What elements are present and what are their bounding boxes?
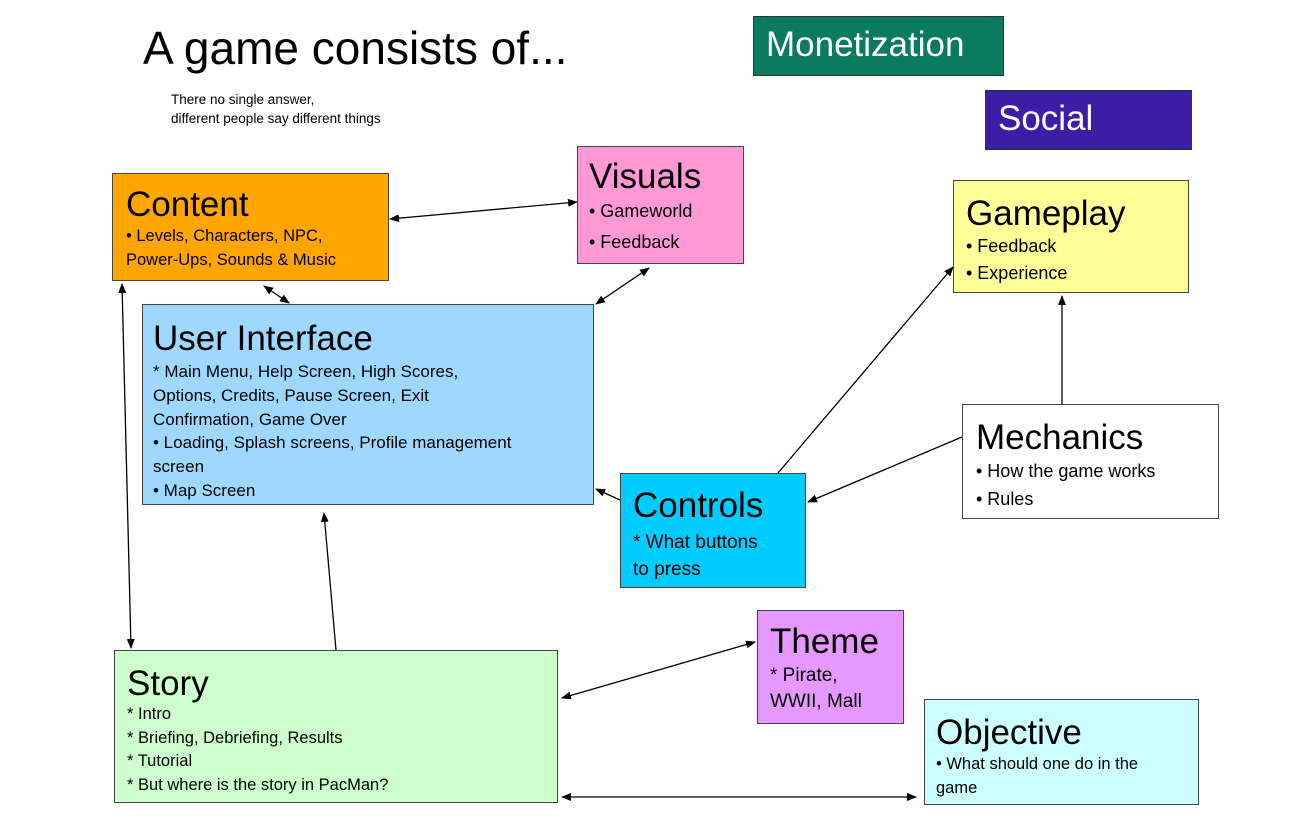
visuals-box: Visuals • Gameworld • Feedback bbox=[577, 146, 744, 264]
arrow-content-ui bbox=[263, 285, 290, 304]
user-interface-line: • Map Screen bbox=[153, 480, 256, 500]
story-box: Story * Intro * Briefing, Debriefing, Re… bbox=[114, 650, 558, 803]
objective-line: game bbox=[936, 779, 978, 797]
content-box: Content • Levels, Characters, NPC, Power… bbox=[112, 173, 389, 281]
user-interface-line: • Loading, Splash screens, Profile manag… bbox=[153, 433, 512, 453]
user-interface-line: screen bbox=[153, 457, 205, 477]
user-interface-line: Confirmation, Game Over bbox=[153, 409, 347, 429]
objective-title: Objective bbox=[936, 713, 1082, 752]
content-line: • Levels, Characters, NPC, bbox=[126, 227, 323, 245]
user-interface-line: * Main Menu, Help Screen, High Scores, bbox=[153, 362, 459, 381]
arrow-story-ui bbox=[320, 512, 337, 651]
theme-title: Theme bbox=[770, 622, 879, 661]
arrow-controls-ui bbox=[595, 488, 621, 501]
arrow-content-visuals bbox=[389, 198, 578, 223]
theme-box: Theme * Pirate, WWII, Mall bbox=[757, 610, 904, 724]
user-interface-line: Options, Credits, Pause Screen, Exit bbox=[153, 385, 429, 405]
arrow-story-theme bbox=[561, 640, 756, 700]
objective-line: • What should one do in the bbox=[936, 755, 1139, 773]
user-interface-title: User Interface bbox=[153, 319, 373, 358]
visuals-line: • Feedback bbox=[589, 232, 680, 252]
arrow-content-story bbox=[118, 283, 135, 649]
gameplay-line: • Experience bbox=[966, 263, 1068, 283]
social-tag: Social bbox=[985, 90, 1192, 150]
mechanics-line: • Rules bbox=[976, 489, 1034, 509]
mechanics-line: • How the game works bbox=[976, 461, 1156, 481]
story-line: * But where is the story in PacMan? bbox=[127, 775, 389, 794]
subtitle: There no single answer, different people… bbox=[171, 90, 381, 128]
content-title: Content bbox=[126, 185, 249, 224]
story-line: * Intro bbox=[127, 705, 172, 723]
visuals-title: Visuals bbox=[589, 157, 702, 196]
arrow-mechanics-controls bbox=[807, 436, 963, 503]
theme-line: WWII, Mall bbox=[770, 691, 862, 712]
gameplay-box: Gameplay • Feedback • Experience bbox=[953, 180, 1189, 293]
gameplay-title: Gameplay bbox=[966, 194, 1126, 233]
controls-line: to press bbox=[633, 559, 701, 580]
mechanics-box: Mechanics • How the game works • Rules bbox=[962, 404, 1219, 519]
arrow-visuals-ui bbox=[595, 267, 650, 305]
page-title: A game consists of... bbox=[143, 22, 568, 74]
controls-box: Controls * What buttons to press bbox=[620, 473, 806, 588]
visuals-line: • Gameworld bbox=[589, 201, 693, 221]
objective-box: Objective • What should one do in the ga… bbox=[924, 699, 1199, 805]
controls-title: Controls bbox=[633, 486, 764, 525]
story-line: * Tutorial bbox=[127, 752, 193, 770]
subtitle-line: different people say different things bbox=[171, 111, 381, 126]
mechanics-title: Mechanics bbox=[976, 418, 1144, 457]
user-interface-box: User Interface * Main Menu, Help Screen,… bbox=[142, 304, 594, 505]
subtitle-line: There no single answer, bbox=[171, 92, 315, 107]
story-line: * Briefing, Debriefing, Results bbox=[127, 728, 343, 747]
content-line: Power-Ups, Sounds & Music bbox=[126, 251, 336, 269]
theme-line: * Pirate, bbox=[770, 665, 838, 686]
story-title: Story bbox=[127, 664, 209, 703]
controls-line: * What buttons bbox=[633, 532, 758, 553]
gameplay-line: • Feedback bbox=[966, 236, 1057, 256]
arrow-controls-gameplay bbox=[777, 266, 954, 474]
monetization-tag: Monetization bbox=[753, 16, 1004, 76]
